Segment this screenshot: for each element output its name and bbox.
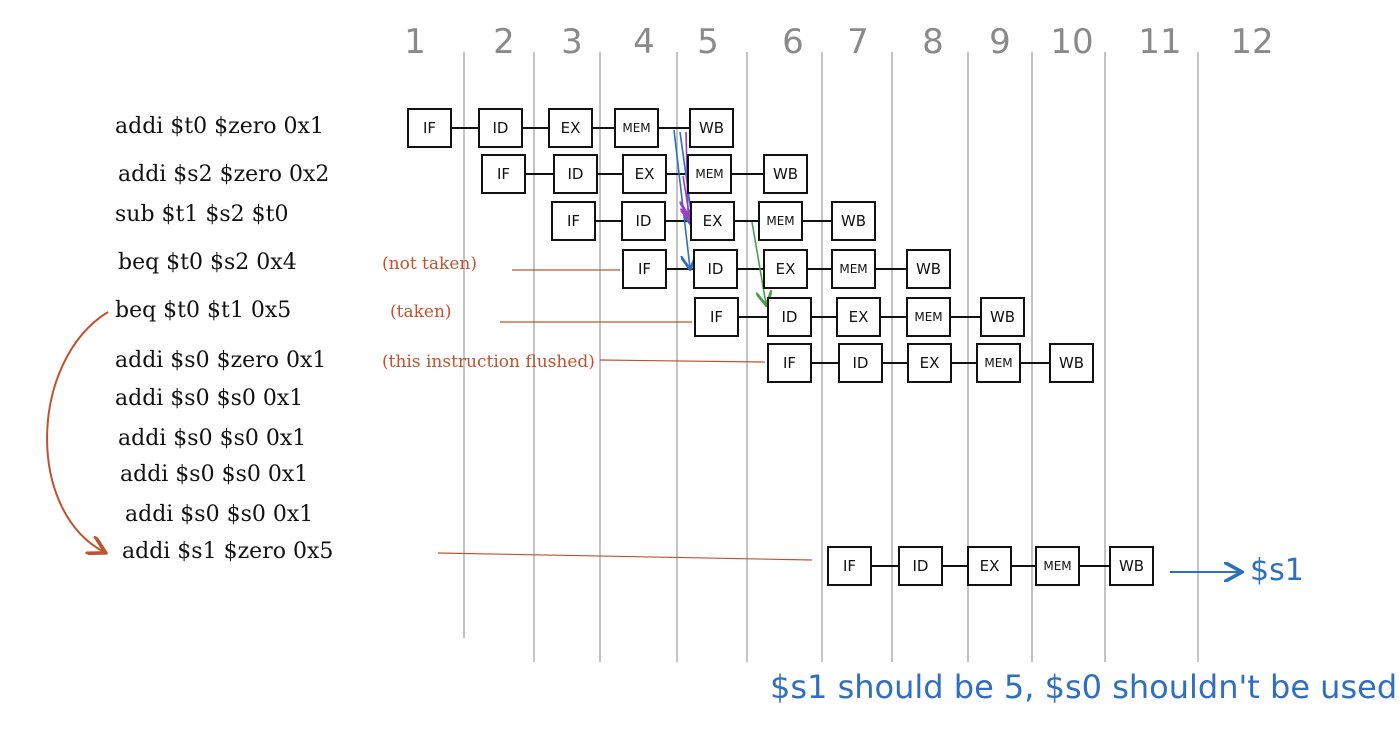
forwarding-arrow <box>673 129 690 268</box>
result-label: $s1 <box>1250 553 1304 588</box>
instruction-text: beq $t0 $t1 0x5 <box>115 298 292 323</box>
cycle-label-2: 2 <box>493 22 515 62</box>
stage-mem-box: MEM <box>831 249 876 289</box>
stage-if-box: IF <box>407 108 452 148</box>
stage-mem-box: MEM <box>758 201 803 241</box>
instruction-note: (this instruction flushed) <box>382 352 595 372</box>
instruction-text: beq $t0 $s2 0x4 <box>118 250 297 275</box>
stage-id-box: ID <box>767 297 812 337</box>
stage-if-box: IF <box>551 201 596 241</box>
note-leader-line <box>599 359 766 363</box>
instruction-text: addi $s0 $s0 0x1 <box>118 426 307 451</box>
cycle-label-3: 3 <box>561 22 583 62</box>
stage-wb-box: WB <box>1109 546 1154 586</box>
stage-ex-box: EX <box>763 249 808 289</box>
cycle-label-8: 8 <box>922 22 944 62</box>
stage-if-box: IF <box>767 343 812 383</box>
stage-wb-box: WB <box>906 249 951 289</box>
stage-id-box: ID <box>478 108 523 148</box>
stage-ex-box: EX <box>836 297 881 337</box>
stage-if-box: IF <box>622 249 667 289</box>
stage-if-box: IF <box>694 297 739 337</box>
instruction-note: (taken) <box>390 302 452 322</box>
stage-if-box: IF <box>481 154 526 194</box>
stage-mem-box: MEM <box>614 108 659 148</box>
branch-taken-arrow <box>46 311 108 552</box>
stage-id-box: ID <box>838 343 883 383</box>
instruction-text: sub $t1 $s2 $t0 <box>115 202 289 227</box>
stage-ex-box: EX <box>907 343 952 383</box>
instruction-text: addi $s0 $s0 0x1 <box>125 502 314 527</box>
forwarding-arrow <box>683 175 690 220</box>
cycle-label-5: 5 <box>697 22 719 62</box>
instruction-text: addi $s0 $s0 0x1 <box>120 462 309 487</box>
stage-ex-box: EX <box>967 546 1012 586</box>
cycle-label-6: 6 <box>782 22 804 62</box>
stage-id-box: ID <box>693 249 738 289</box>
cycle-label-11: 11 <box>1138 22 1182 62</box>
cycle-label-9: 9 <box>989 22 1011 62</box>
stage-ex-box: EX <box>690 201 735 241</box>
stage-if-box: IF <box>827 546 872 586</box>
stage-wb-box: WB <box>1049 343 1094 383</box>
instruction-text: addi $s2 $zero 0x2 <box>118 162 330 187</box>
cycle-label-10: 10 <box>1050 22 1094 62</box>
cycle-label-7: 7 <box>847 22 869 62</box>
note-leader-line <box>437 552 813 561</box>
forwarding-arrow <box>751 221 766 304</box>
stage-mem-box: MEM <box>687 154 732 194</box>
stage-wb-box: WB <box>689 108 734 148</box>
instruction-note: (not taken) <box>382 254 477 274</box>
stage-wb-box: WB <box>980 297 1025 337</box>
stage-id-box: ID <box>553 154 598 194</box>
instruction-text: addi $s1 $zero 0x5 <box>122 539 334 564</box>
stage-mem-box: MEM <box>976 343 1021 383</box>
stage-wb-box: WB <box>763 154 808 194</box>
cycle-label-1: 1 <box>404 22 426 62</box>
footer-note: $s1 should be 5, $s0 shouldn't be used <box>770 668 1398 706</box>
stage-mem-box: MEM <box>1035 546 1080 586</box>
cycle-label-4: 4 <box>633 22 655 62</box>
stage-ex-box: EX <box>548 108 593 148</box>
stage-wb-box: WB <box>831 201 876 241</box>
stage-id-box: ID <box>898 546 943 586</box>
stage-mem-box: MEM <box>906 297 951 337</box>
instruction-text: addi $s0 $s0 0x1 <box>115 386 304 411</box>
instruction-text: addi $t0 $zero 0x1 <box>115 114 324 139</box>
cycle-label-12: 12 <box>1230 22 1274 62</box>
stage-id-box: ID <box>621 201 666 241</box>
stage-ex-box: EX <box>622 154 667 194</box>
instruction-text: addi $s0 $zero 0x1 <box>115 348 327 373</box>
